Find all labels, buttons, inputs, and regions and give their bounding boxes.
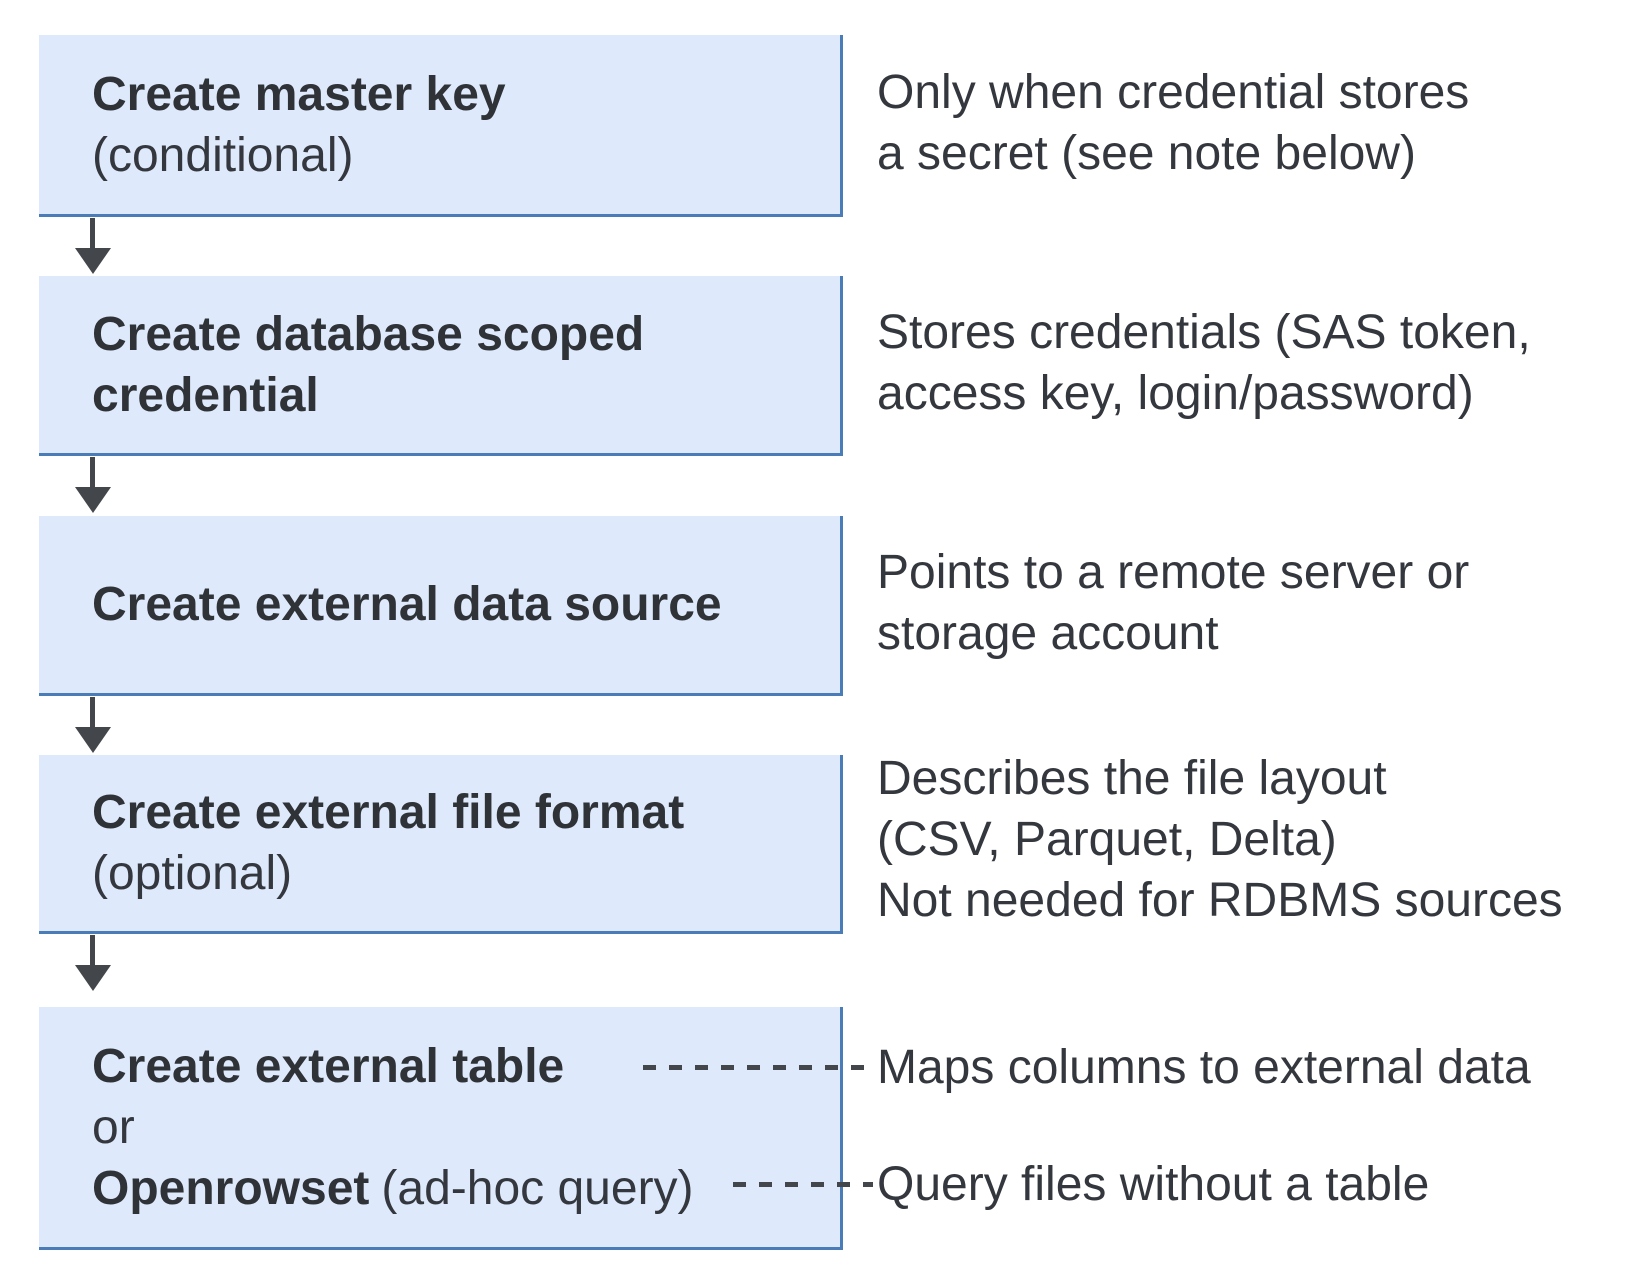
note-external-table: Maps columns to external data bbox=[877, 1037, 1531, 1098]
step-subtitle-text: (optional) bbox=[92, 847, 293, 900]
arrow-stem bbox=[90, 697, 95, 727]
flow-arrow bbox=[74, 697, 111, 753]
step-title: Openrowset(ad-hoc query) bbox=[92, 1158, 840, 1219]
note-scoped-credential: Stores credentials (SAS token, access ke… bbox=[877, 302, 1531, 424]
step-title-text: Openrowset bbox=[92, 1161, 370, 1215]
arrow-stem bbox=[90, 218, 95, 248]
down-arrow-icon bbox=[74, 487, 111, 513]
down-arrow-icon bbox=[74, 727, 111, 753]
note-line: Stores credentials (SAS token, bbox=[877, 306, 1531, 359]
step-box-create-external-file-format: Create external file format (optional) bbox=[39, 755, 843, 934]
step-subtitle: (optional) bbox=[92, 843, 840, 904]
note-line: (CSV, Parquet, Delta) bbox=[877, 813, 1337, 866]
step-title-text: Create external data source bbox=[92, 578, 722, 631]
note-line: Query files without a table bbox=[877, 1158, 1430, 1211]
note-line: Only when credential stores bbox=[877, 66, 1470, 119]
step-title: Create external data source bbox=[92, 574, 840, 635]
step-title-text: credential bbox=[92, 368, 319, 422]
step-title: Create external file format bbox=[92, 782, 840, 843]
flow-arrow bbox=[74, 218, 111, 274]
note-line: access key, login/password) bbox=[877, 367, 1474, 420]
step-subtitle: (conditional) bbox=[92, 125, 840, 186]
flow-arrow bbox=[74, 935, 111, 991]
step-title: Create external table bbox=[92, 1036, 840, 1097]
note-line: Maps columns to external data bbox=[877, 1041, 1531, 1094]
step-title-text: Create external file format bbox=[92, 786, 685, 839]
note-external-file-format: Describes the file layout (CSV, Parquet,… bbox=[877, 748, 1563, 931]
note-line: storage account bbox=[877, 607, 1219, 660]
step-title: Create master key bbox=[92, 64, 840, 125]
arrow-stem bbox=[90, 935, 95, 965]
dashed-connector-external-table bbox=[643, 1065, 875, 1070]
step-title-text: Create database scoped bbox=[92, 307, 645, 361]
step-subtitle-text: (conditional) bbox=[92, 128, 354, 182]
note-openrowset: Query files without a table bbox=[877, 1154, 1429, 1215]
note-line: Points to a remote server or bbox=[877, 546, 1470, 599]
note-line: a secret (see note below) bbox=[877, 127, 1416, 180]
dashed-connector-openrowset bbox=[733, 1182, 873, 1187]
step-box-create-external-data-source: Create external data source bbox=[39, 516, 843, 696]
step-or-text: or bbox=[92, 1100, 135, 1154]
step-title-suffix: (ad-hoc query) bbox=[381, 1161, 694, 1215]
note-external-data-source: Points to a remote server or storage acc… bbox=[877, 542, 1469, 664]
step-box-create-database-scoped-credential: Create database scoped credential bbox=[39, 276, 843, 456]
step-box-create-master-key: Create master key (conditional) bbox=[39, 35, 843, 217]
step-title: Create database scoped bbox=[92, 304, 840, 365]
down-arrow-icon bbox=[74, 248, 111, 274]
note-line: Describes the file layout bbox=[877, 752, 1387, 805]
arrow-stem bbox=[90, 457, 95, 487]
down-arrow-icon bbox=[74, 965, 111, 991]
step-title-text: Create master key bbox=[92, 67, 506, 121]
note-line: Not needed for RDBMS sources bbox=[877, 874, 1563, 927]
flow-arrow bbox=[74, 457, 111, 513]
step-title: credential bbox=[92, 365, 840, 426]
note-master-key: Only when credential stores a secret (se… bbox=[877, 62, 1469, 184]
step-box-create-external-table-or-openrowset: Create external table or Openrowset(ad-h… bbox=[39, 1007, 843, 1250]
step-title-text: Create external table bbox=[92, 1039, 565, 1093]
